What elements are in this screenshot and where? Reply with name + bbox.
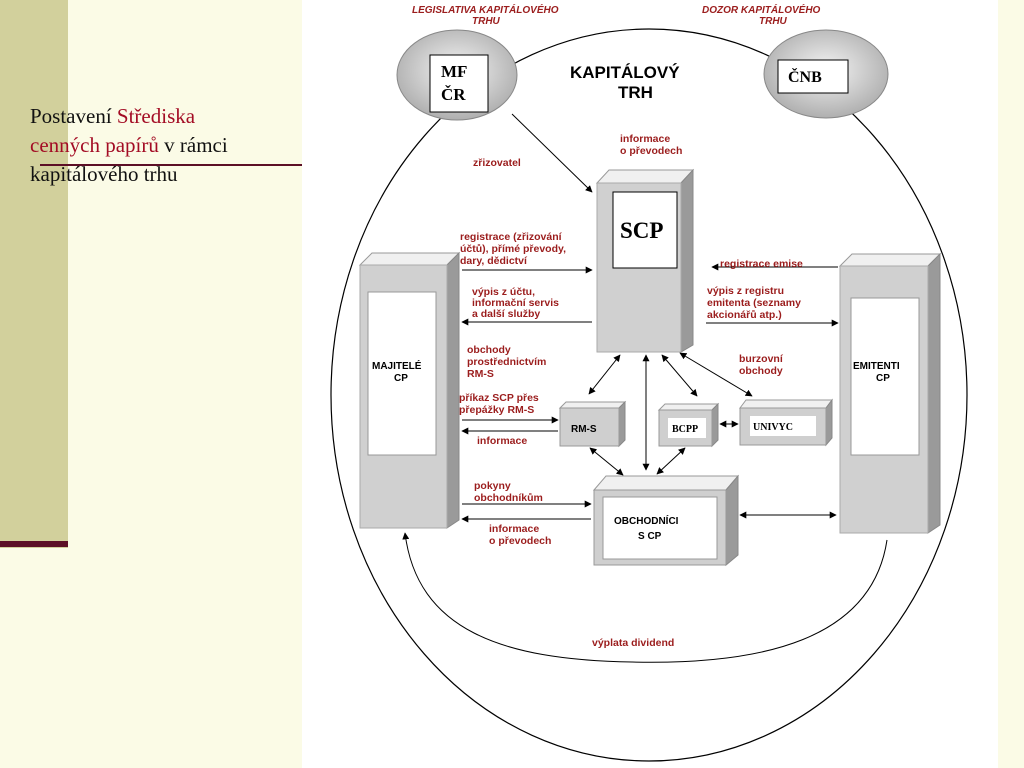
capital-market-diagram: LEGISLATIVA KAPITÁLOVÉHO TRHU DOZOR KAPI…: [330, 3, 968, 762]
trader-info-label-2: o převodech: [489, 535, 551, 547]
issue-registration-label: registrace emise: [720, 258, 803, 270]
title-part-plain: Postavení: [30, 104, 112, 128]
slide-title: Postavení Střediska cenných papírů v rám…: [30, 102, 270, 189]
market-title-2: TRH: [618, 83, 653, 102]
traders-label-1: OBCHODNÍCI: [614, 514, 679, 527]
trader-info-label-1: informace: [489, 523, 539, 535]
issuers-tower: EMITENTI CP: [838, 252, 942, 534]
exchange-trades-label-2: obchody: [739, 365, 783, 377]
bcpp-label: BCPP: [672, 424, 698, 435]
registration-label-2: účtů), přímé převody,: [460, 243, 566, 255]
registration-label-3: dary, dědictví: [460, 255, 528, 267]
title-underline-rule: [40, 164, 302, 166]
title-part-highlight: Střediska cenných papírů: [30, 104, 196, 157]
registry-extract-label-3: akcionářů atp.): [707, 309, 782, 321]
univyc-box: UNIVYC: [739, 398, 833, 447]
registration-label-1: registrace (zřizování: [460, 231, 563, 243]
trader-instructions-label-1: pokyny: [474, 480, 511, 492]
market-title-1: KAPITÁLOVÝ: [570, 63, 680, 82]
mf-label-1: MF: [441, 62, 467, 81]
sidebar-band: [0, 0, 68, 548]
founder-label: zřizovatel: [473, 157, 521, 169]
rms-trades-label-2: prostřednictvím: [467, 356, 546, 368]
supervision-label-1: DOZOR KAPITÁLOVÉHO: [702, 3, 821, 16]
rms-box: RM-S: [558, 400, 627, 448]
scp-rms-arrow: [588, 354, 621, 395]
traders-label-2: S CP: [638, 531, 662, 542]
scp-univyc-arrow: [679, 352, 753, 397]
statement-label-3: a další služby: [472, 308, 540, 320]
cnb-cloud: ČNB: [763, 29, 889, 119]
statement-label-1: výpis z účtu,: [472, 286, 535, 298]
transfer-info-label-2: o převodech: [620, 145, 682, 157]
cnb-label: ČNB: [788, 67, 822, 86]
supervision-label-2: TRHU: [759, 16, 788, 27]
dividend-label: výplata dividend: [592, 637, 674, 649]
bcpp-traders-arrow: [656, 447, 686, 475]
registry-extract-label-2: emitenta (seznamy: [707, 297, 801, 309]
scp-tower: SCP: [595, 168, 695, 353]
owners-label-1: MAJITELÉ: [372, 359, 422, 372]
diagram-panel: LEGISLATIVA KAPITÁLOVÉHO TRHU DOZOR KAPI…: [302, 0, 998, 768]
sidebar-accent-rule: [0, 541, 68, 547]
market-ellipse: [330, 28, 968, 762]
trader-instructions-label-2: obchodníkům: [474, 492, 543, 504]
univyc-label: UNIVYC: [753, 422, 793, 433]
traders-box: OBCHODNÍCI S CP: [592, 474, 740, 567]
bcpp-box: BCPP: [657, 402, 720, 448]
issuers-label-1: EMITENTI: [853, 361, 900, 372]
owners-label-2: CP: [394, 373, 408, 384]
scp-label: SCP: [620, 218, 663, 243]
founder-arrow: [511, 113, 593, 193]
exchange-trades-label-1: burzovní: [739, 353, 784, 365]
statement-label-2: informační servis: [472, 297, 559, 309]
mf-cloud: MF ČR: [396, 29, 518, 121]
rms-label: RM-S: [571, 424, 597, 435]
owners-tower: MAJITELÉ CP: [358, 251, 461, 529]
scp-bcpp-arrow: [661, 354, 698, 397]
issuers-label-2: CP: [876, 373, 890, 384]
rms-trades-label-3: RM-S: [467, 368, 494, 380]
title-part-rest: v rámci kapitálového trhu: [30, 133, 228, 186]
mf-label-2: ČR: [441, 85, 466, 104]
rms-order-label-2: přepážky RM-S: [459, 404, 534, 416]
legislation-label-1: LEGISLATIVA KAPITÁLOVÉHO: [412, 3, 559, 16]
dividend-arrow: [402, 532, 888, 663]
registry-extract-label-1: výpis z registru: [707, 285, 784, 297]
rms-trades-label-1: obchody: [467, 344, 511, 356]
information-label: informace: [477, 435, 527, 447]
legislation-label-2: TRHU: [472, 16, 501, 27]
transfer-info-label-1: informace: [620, 133, 670, 145]
rms-traders-arrow: [589, 447, 624, 476]
rms-order-label-1: příkaz SCP přes: [459, 392, 539, 404]
